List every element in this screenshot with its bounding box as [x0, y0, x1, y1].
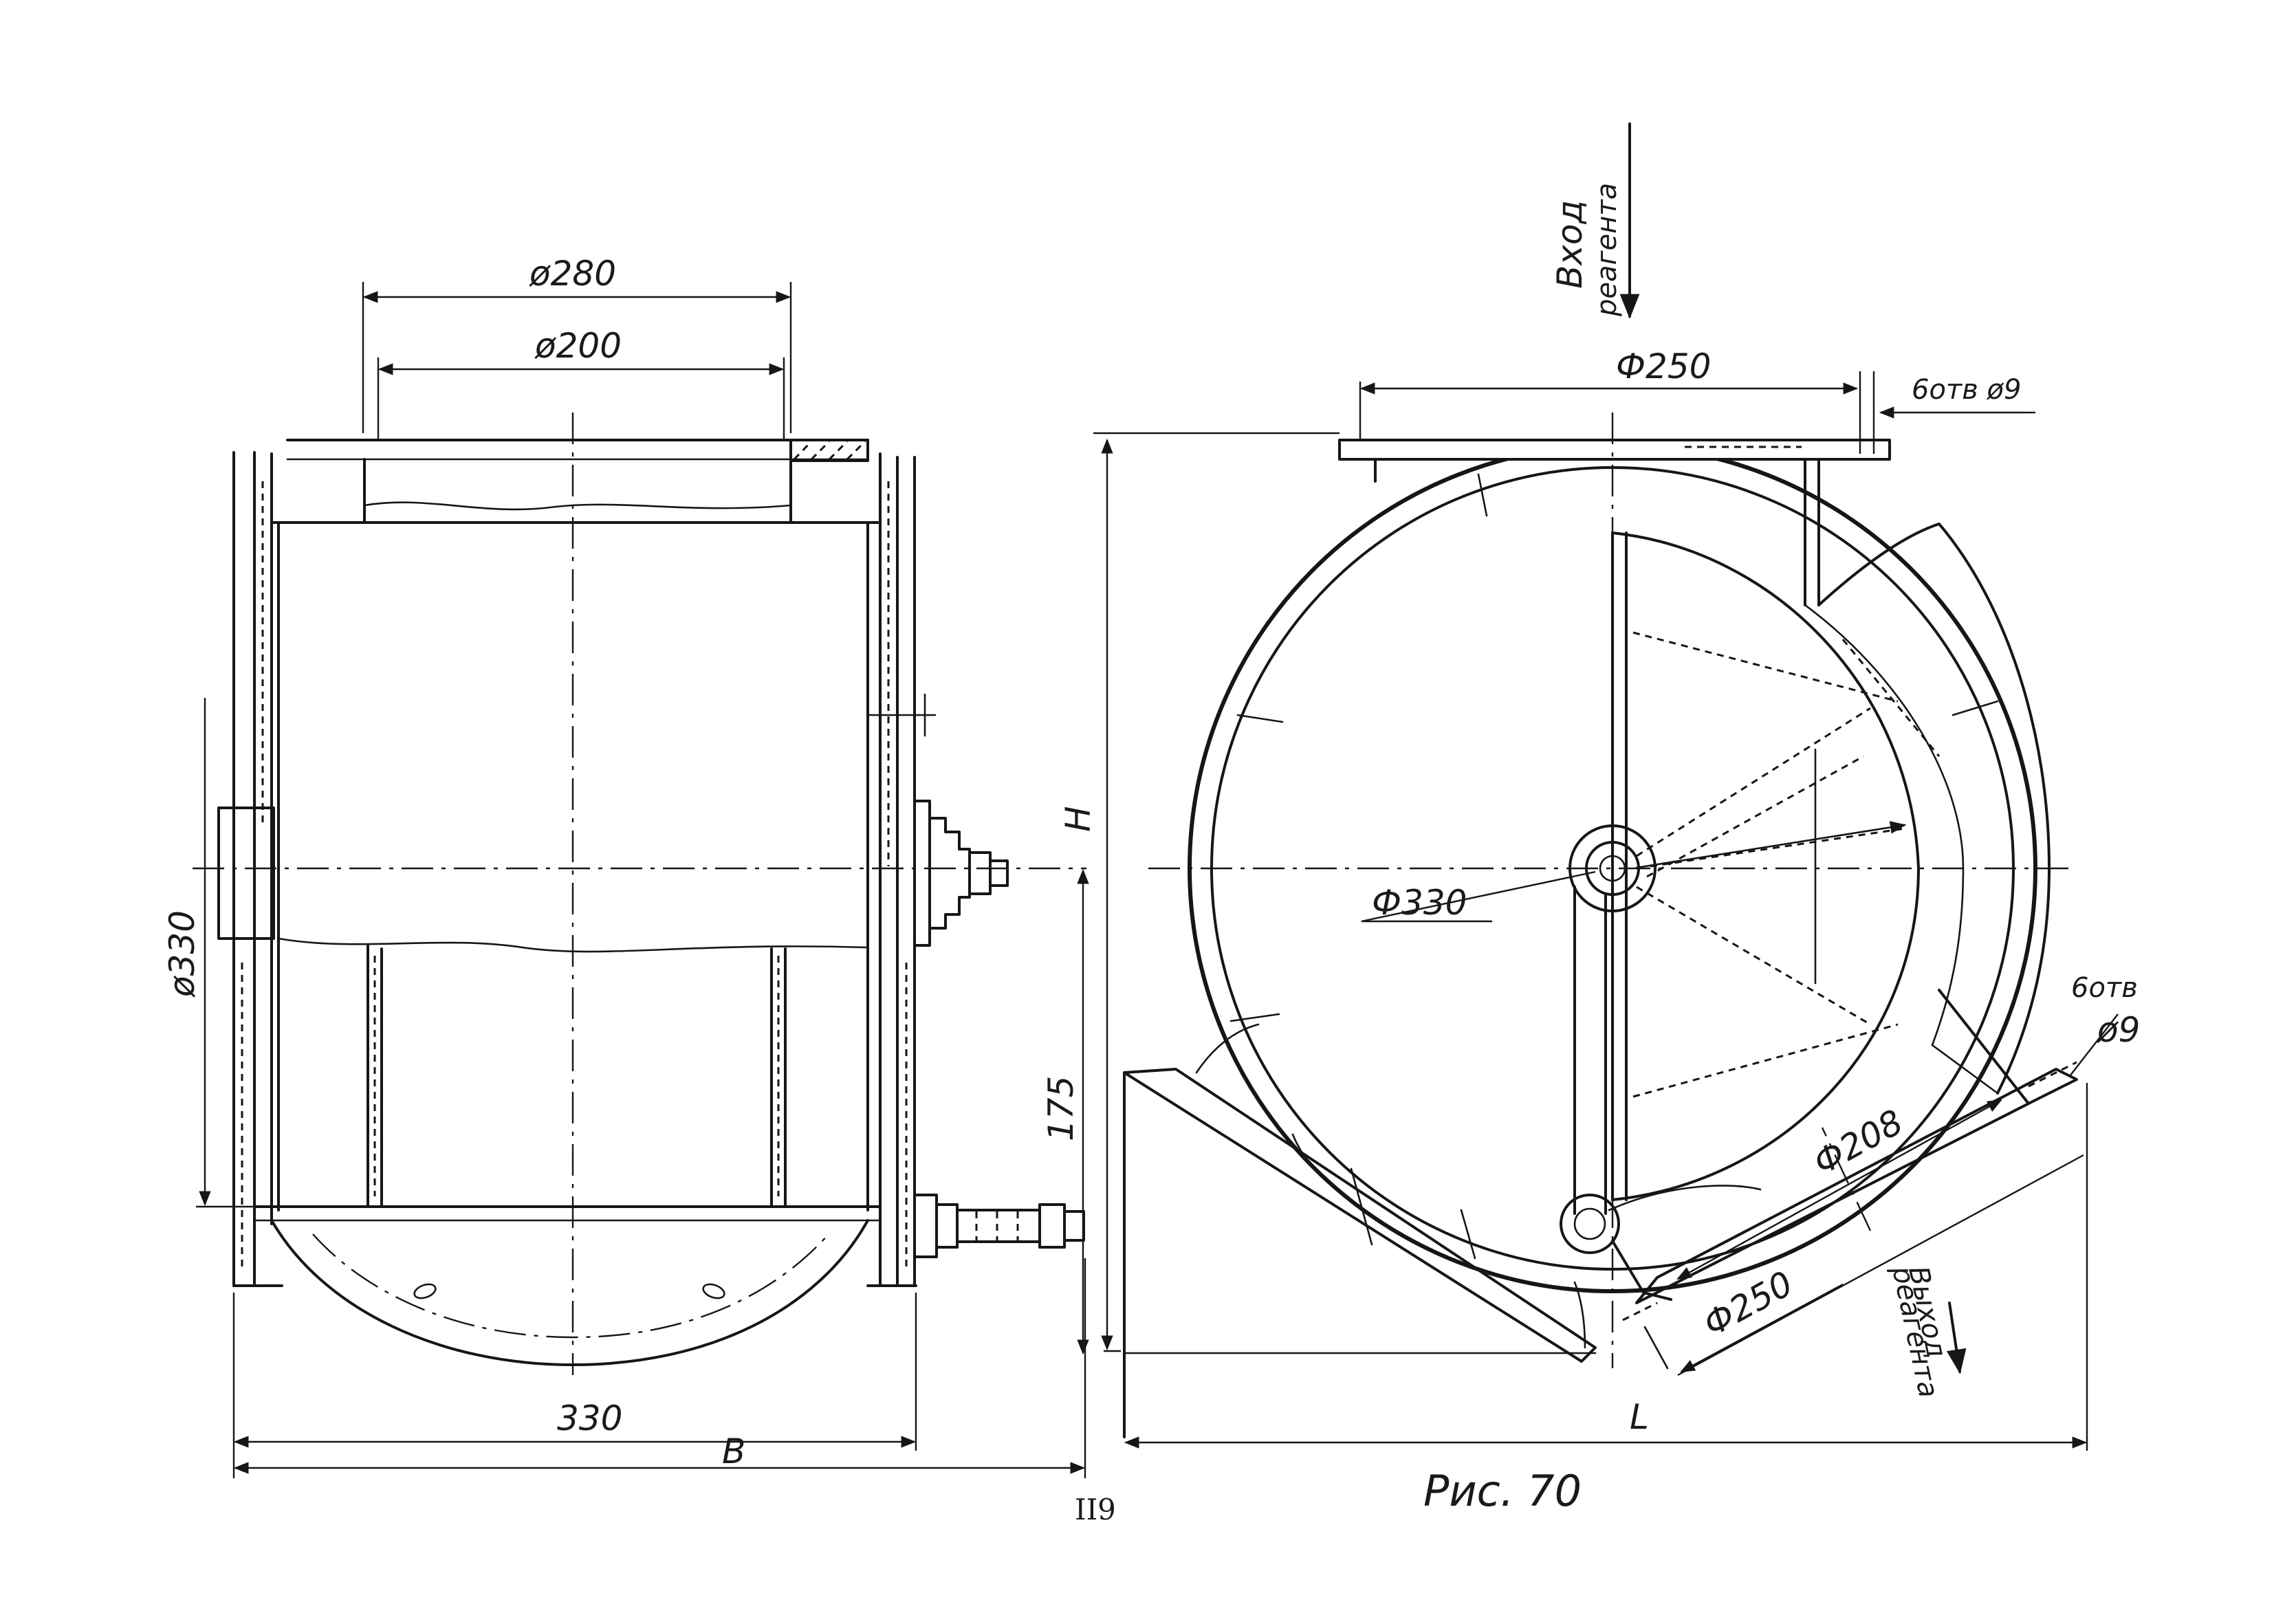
front-impeller — [1611, 531, 1920, 1201]
dim-175: 175 — [1041, 868, 1089, 1355]
dim-outlet-208: Ф208 — [1676, 1099, 2002, 1280]
front-inlet-flange — [1338, 439, 1891, 606]
dim-dia-200: ø200 — [377, 326, 785, 440]
side-trough — [270, 1219, 869, 1366]
inlet-arrow: Вход реагента — [1550, 122, 1640, 319]
dim-dia-330-front: Ф330 — [1361, 870, 1596, 923]
dim-height-h-label: H — [1058, 806, 1098, 832]
side-drum — [253, 521, 882, 1222]
outlet-label: Выход реагента — [1885, 1263, 1967, 1401]
side-inlet-pipe — [270, 439, 882, 524]
dim-inlet-flange-250-label: Ф250 — [1616, 347, 1711, 386]
holes-right-line1: 6отв — [2071, 972, 2138, 1004]
note-holes-right: 6отв ø9 — [2069, 972, 2140, 1077]
side-shaft-nut — [913, 800, 1009, 947]
dim-dia-330-front-label: Ф330 — [1372, 883, 1467, 923]
dim-height-h: H — [1058, 432, 1340, 1352]
front-support-base — [1123, 1023, 1597, 1438]
dim-width-330: 330 — [232, 1293, 917, 1478]
dim-dia-330-side: ø330 — [162, 698, 261, 1208]
holes-top-label: 6отв ø9 — [1912, 374, 2021, 406]
dim-dia-200-label: ø200 — [534, 326, 622, 366]
dim-width-b: B — [233, 1258, 1086, 1478]
dim-length-l-label: L — [1630, 1397, 1649, 1437]
page-number: II9 — [1075, 1493, 1116, 1526]
front-view: Вход реагента Ф250 6отв ø9 H 175 — [1041, 122, 2140, 1451]
inlet-label-line1: Вход — [1550, 200, 1590, 289]
dim-width-b-label: B — [722, 1431, 745, 1471]
dim-length-l: L — [1124, 1083, 2088, 1451]
side-right-wall — [866, 452, 937, 1287]
side-outlet-coupling — [913, 1194, 1085, 1258]
dim-dia-330-side-label: ø330 — [162, 910, 202, 998]
dim-175-label: 175 — [1041, 1076, 1081, 1141]
dim-outlet-250-label: Ф250 — [1697, 1264, 1800, 1345]
note-holes-top: 6отв ø9 — [1879, 374, 2035, 419]
holes-right-line2: ø9 — [2097, 1010, 2140, 1050]
side-view: ø280 ø200 ø330 330 B — [162, 254, 1086, 1478]
figure-caption: Рис. 70 — [1423, 1466, 1582, 1516]
front-outlet-branch — [1608, 989, 2078, 1370]
inlet-label-line2: реагента — [1591, 183, 1623, 317]
dim-dia-280: ø280 — [362, 254, 792, 433]
dim-outlet-250: Ф250 — [1677, 1154, 2084, 1376]
dim-width-330-label: 330 — [557, 1398, 622, 1438]
front-right-casing — [1804, 523, 2051, 1095]
dim-inlet-flange-250: Ф250 — [1359, 347, 1875, 454]
dim-dia-280-label: ø280 — [529, 254, 616, 294]
